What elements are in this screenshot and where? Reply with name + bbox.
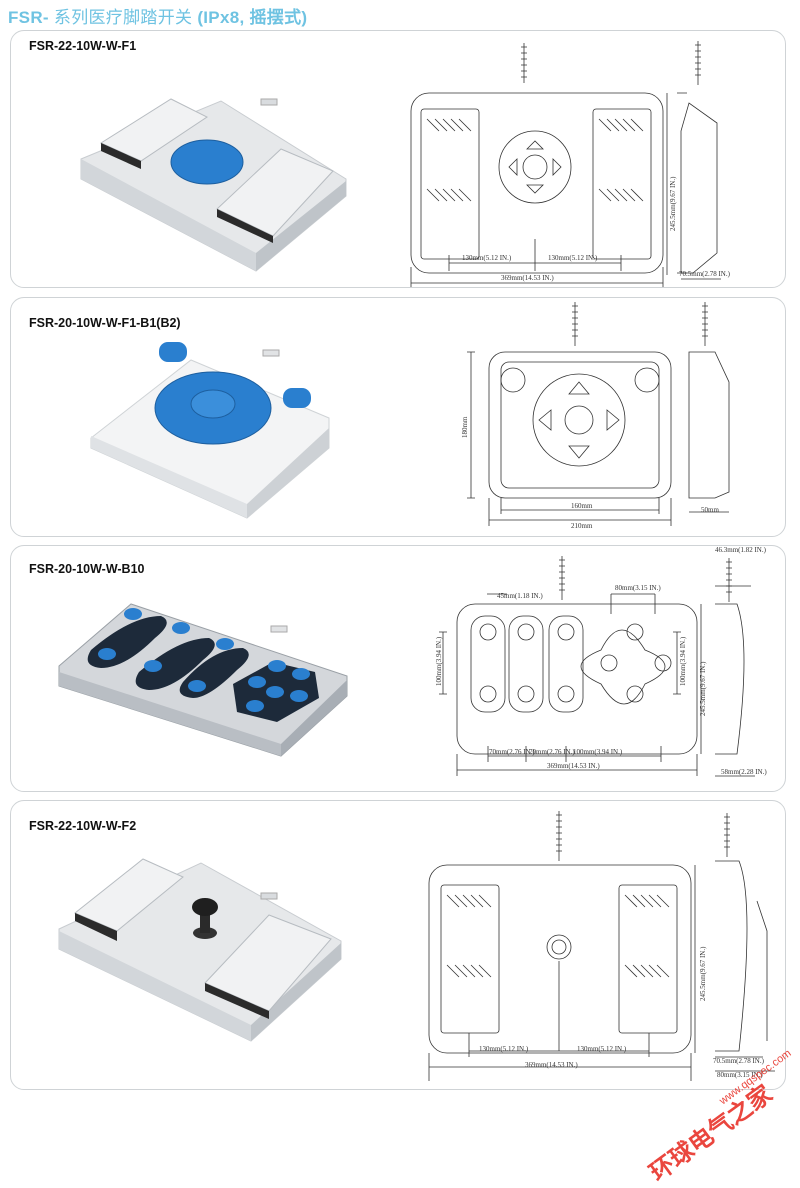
front-view-drawing bbox=[428, 811, 775, 1081]
dim-right-height: 100mm(3.94 IN.) bbox=[679, 636, 687, 686]
dim-height: 180mm bbox=[461, 416, 469, 438]
product-panel-f2: FSR-22-10W-W-F2 bbox=[10, 800, 786, 1090]
dim-total-width: 369mm(14.53 IN.) bbox=[525, 1061, 578, 1069]
product-b10-illustration: 45mm(1.18 IN.) 80mm(3.15 IN.) 46.3mm(1.8… bbox=[58, 546, 767, 777]
product-panel-f1: FSR-22-10W-W-F1 bbox=[10, 30, 786, 288]
dim-height: 245.5mm(9.67 IN.) bbox=[669, 176, 677, 231]
title-suffix: (IPx8, 摇摆式) bbox=[197, 8, 308, 27]
dim-side: 46.3mm(1.82 IN.) bbox=[715, 546, 767, 554]
dim-height: 245.5mm(9.67 IN.) bbox=[699, 946, 707, 1001]
product-panel-b10: FSR-20-10W-W-B10 bbox=[10, 545, 786, 792]
dim-total-width: 369mm(14.53 IN.) bbox=[547, 762, 600, 770]
product-f2-illustration: 130mm(5.12 IN.) 130mm(5.12 IN.) 369mm(14… bbox=[58, 811, 775, 1081]
model-name: FSR-20-10W-W-F1-B1(B2) bbox=[29, 316, 181, 330]
dim-depth-2: 80mm(3.15 IN.) bbox=[717, 1071, 763, 1079]
product-f1-illustration: 130mm(5.12 IN.) 130mm(5.12 IN.) 369mm(14… bbox=[80, 41, 731, 287]
title-main: 系列医疗脚踏开关 bbox=[48, 8, 198, 27]
pedal-render bbox=[58, 603, 348, 757]
dim-width-left: 130mm(5.12 IN.) bbox=[462, 254, 512, 262]
front-view-drawing bbox=[410, 41, 721, 287]
pedal-render bbox=[80, 98, 347, 272]
dim-width-right: 130mm(5.12 IN.) bbox=[548, 254, 598, 262]
page-title: FSR- 系列医疗脚踏开关 (IPx8, 摇摆式) bbox=[8, 3, 307, 28]
dim-bottom-2: 70mm(2.76 IN.) bbox=[529, 748, 575, 756]
dim-top-right: 80mm(3.15 IN.) bbox=[615, 584, 661, 592]
front-view-drawing bbox=[467, 302, 730, 526]
dim-bottom-1: 70mm(2.76 IN.) bbox=[489, 748, 535, 756]
dim-top-left: 45mm(1.18 IN.) bbox=[497, 592, 543, 600]
dim-depth-1: 70.5mm(2.78 IN.) bbox=[713, 1057, 765, 1065]
front-view-drawing bbox=[439, 556, 755, 777]
dim-inner-width: 160mm bbox=[571, 502, 593, 510]
dim-depth: 70.5mm(2.78 IN.) bbox=[679, 270, 731, 278]
watermark-text: 环球电气之家 bbox=[644, 1079, 778, 1187]
dim-left-height: 100mm(3.94 IN.) bbox=[435, 636, 443, 686]
product-b1b2-illustration: 180mm 160mm 210mm 50mm bbox=[90, 302, 730, 530]
model-name: FSR-22-10W-W-F2 bbox=[29, 819, 137, 833]
dim-height: 245.5mm(9.67 IN.) bbox=[699, 661, 707, 716]
product-panel-b1b2: FSR-20-10W-W-F1-B1(B2) 180 bbox=[10, 297, 786, 537]
pedal-render bbox=[90, 342, 330, 519]
model-name: FSR-20-10W-W-B10 bbox=[29, 562, 145, 576]
title-prefix: FSR- bbox=[8, 8, 49, 27]
pedal-render bbox=[58, 858, 342, 1042]
dim-depth: 58mm(2.28 IN.) bbox=[721, 768, 767, 776]
dim-width-right: 130mm(5.12 IN.) bbox=[577, 1045, 627, 1053]
dim-depth: 50mm bbox=[701, 506, 719, 514]
dim-total-width: 369mm(14.53 IN.) bbox=[501, 274, 554, 282]
dim-width-left: 130mm(5.12 IN.) bbox=[479, 1045, 529, 1053]
dim-bottom-3: 100mm(3.94 IN.) bbox=[573, 748, 623, 756]
dim-total-width: 210mm bbox=[571, 522, 593, 530]
model-name: FSR-22-10W-W-F1 bbox=[29, 39, 137, 53]
